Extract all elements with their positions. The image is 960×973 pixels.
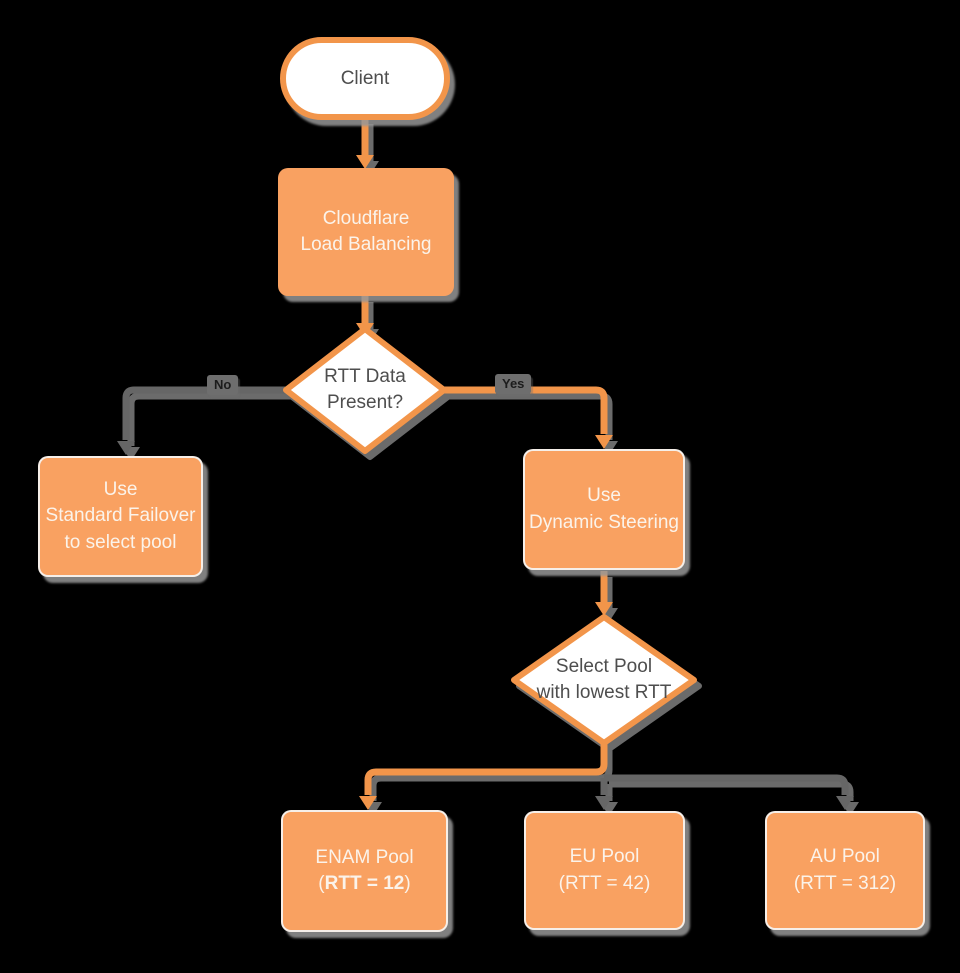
edge-yes-branch bbox=[444, 386, 608, 434]
arrowhead-no-branch bbox=[117, 441, 135, 455]
arrowhead-client-to-lb bbox=[356, 155, 374, 169]
arrowhead-steering-to-select bbox=[595, 602, 613, 616]
node-load-balancing-label: Cloudflare Load Balancing bbox=[300, 207, 432, 255]
node-au-pool: AU Pool (RTT = 312) bbox=[765, 811, 925, 930]
node-load-balancing: Cloudflare Load Balancing bbox=[278, 168, 454, 296]
arrowhead-eu-pool bbox=[595, 796, 613, 810]
arrowhead-au-pool bbox=[836, 796, 854, 810]
node-standard-failover: Use Standard Failover to select pool bbox=[38, 456, 203, 577]
node-client-label: Client bbox=[340, 67, 390, 89]
node-enam-pool: ENAM Pool (RTT = 12) bbox=[281, 810, 448, 932]
node-standard-failover-label: Use Standard Failover to select pool bbox=[45, 479, 196, 553]
arrowhead-yes-branch bbox=[595, 435, 613, 449]
node-dynamic-steering-label: Use Dynamic Steering bbox=[529, 485, 679, 533]
node-select-pool-label: Select Pool with lowest RTT bbox=[536, 655, 672, 703]
edge-to-au-pool bbox=[604, 774, 849, 795]
node-eu-pool: EU Pool (RTT = 42) bbox=[524, 811, 685, 930]
node-enam-pool-label: ENAM Pool (RTT = 12) bbox=[315, 846, 414, 894]
node-client: Client bbox=[280, 37, 450, 120]
node-dynamic-steering: Use Dynamic Steering bbox=[523, 449, 685, 570]
edge-to-enam-pool bbox=[364, 743, 608, 795]
node-rtt-decision-label: RTT Data Present? bbox=[324, 365, 406, 413]
node-au-pool-label: AU Pool (RTT = 312) bbox=[793, 846, 897, 894]
decision-rtt-data-present bbox=[283, 326, 447, 454]
node-eu-pool-label: EU Pool (RTT = 42) bbox=[558, 846, 651, 894]
arrowhead-enam-pool bbox=[359, 796, 377, 810]
edge-no-branch bbox=[122, 386, 288, 440]
connector-shadows bbox=[122, 124, 859, 816]
edge-label-yes: Yes bbox=[495, 374, 532, 394]
edge-label-no: No bbox=[207, 375, 239, 395]
decision-select-pool bbox=[511, 614, 697, 746]
